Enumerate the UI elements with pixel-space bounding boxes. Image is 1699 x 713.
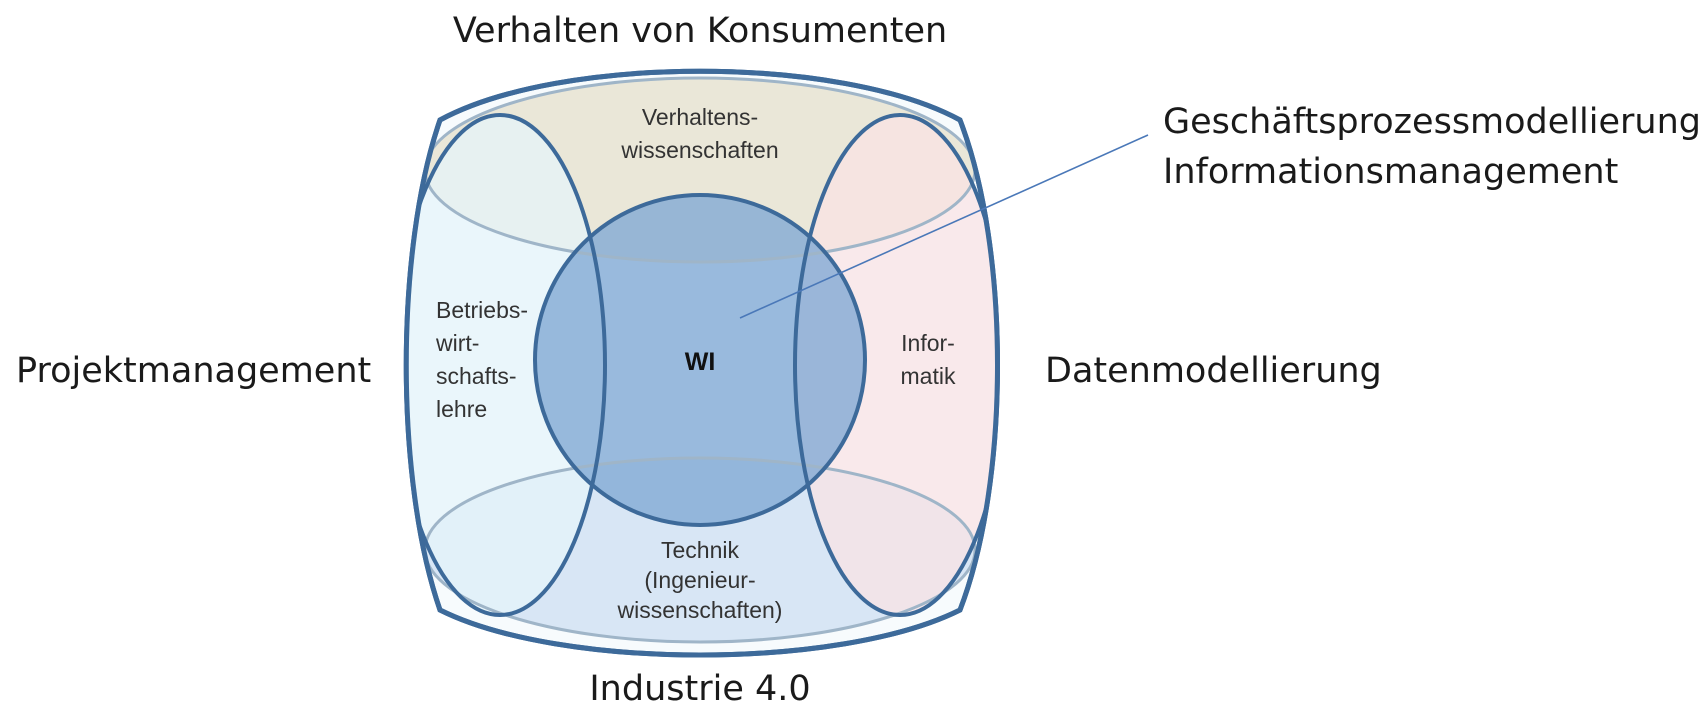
area-bottom-label-1: Technik [661, 537, 739, 563]
area-center [535, 195, 865, 525]
area-center-label: WI [685, 348, 716, 376]
area-bottom-label-3: wissenschaften) [617, 597, 783, 623]
area-center-outline [533, 193, 867, 527]
area-left-outline [406, 113, 607, 617]
label-bottom: Industrie 4.0 [589, 669, 810, 709]
outer-boundary-outline [403, 68, 1000, 658]
area-top-label-1: Verhaltens- [642, 104, 758, 130]
callout-line [739, 134, 1149, 319]
area-bottom-label-2: (Ingenieur- [644, 567, 755, 593]
area-top-label-2: wissenschaften [620, 137, 778, 163]
area-left-label-2: wirt- [435, 330, 479, 356]
area-left-label-1: Betriebs- [436, 297, 528, 323]
area-right [795, 115, 998, 615]
label-right: Datenmodellierung [1045, 351, 1382, 391]
area-right-label-2: matik [901, 363, 956, 389]
label-top: Verhalten von Konsumenten [453, 11, 947, 51]
area-left-label-3: schafts- [436, 363, 517, 389]
label-left: Projektmanagement [16, 351, 371, 391]
label-callout-line-2: Informationsmanagement [1163, 152, 1618, 192]
label-callout-line-1: Geschäftsprozessmodellierung [1163, 102, 1699, 142]
area-right-label-1: Infor- [901, 330, 955, 356]
area-left-label-4: lehre [436, 396, 487, 422]
area-left [406, 115, 605, 615]
area-right-outline [793, 113, 998, 617]
